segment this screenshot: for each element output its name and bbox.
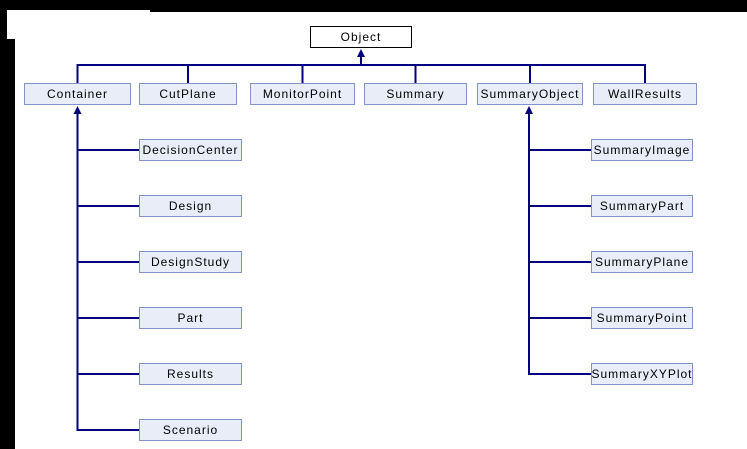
class-node-monitorpoint[interactable]: MonitorPoint (250, 83, 355, 105)
class-node-design[interactable]: Design (139, 195, 242, 217)
inheritance-arrow-up-icon (73, 106, 82, 114)
class-node-wallresults[interactable]: WallResults (593, 83, 697, 105)
class-node-part[interactable]: Part (139, 307, 242, 329)
class-node-summaryimage[interactable]: SummaryImage (591, 139, 693, 161)
root-connector (357, 49, 365, 66)
class-node-summaryplane[interactable]: SummaryPlane (591, 251, 693, 273)
level1-bus (76, 64, 646, 83)
class-node-summary[interactable]: Summary (364, 83, 467, 105)
class-node-cutplane[interactable]: CutPlane (139, 83, 237, 105)
class-node-scenario[interactable]: Scenario (139, 419, 242, 441)
backdrop-left-wide-strip (0, 39, 15, 449)
backdrop-top-left-strip (0, 0, 150, 10)
backdrop-top-right-strip (150, 0, 747, 12)
class-node-summarypart[interactable]: SummaryPart (591, 195, 693, 217)
class-node-designstudy[interactable]: DesignStudy (139, 251, 242, 273)
summary-object-children-branch (525, 106, 591, 375)
backdrop-left-thin-strip (0, 10, 7, 39)
class-node-summaryobject[interactable]: SummaryObject (477, 83, 583, 105)
class-node-summaryxyplot[interactable]: SummaryXYPlot (591, 363, 693, 385)
inheritance-arrow-up-icon (525, 106, 533, 114)
class-node-container[interactable]: Container (24, 83, 131, 105)
class-node-decisioncenter[interactable]: DecisionCenter (139, 139, 242, 161)
class-node-object[interactable]: Object (310, 26, 412, 48)
class-node-results[interactable]: Results (139, 363, 242, 385)
container-children-branch (73, 106, 139, 431)
inheritance-arrow-up-icon (357, 49, 365, 57)
class-node-summarypoint[interactable]: SummaryPoint (591, 307, 693, 329)
